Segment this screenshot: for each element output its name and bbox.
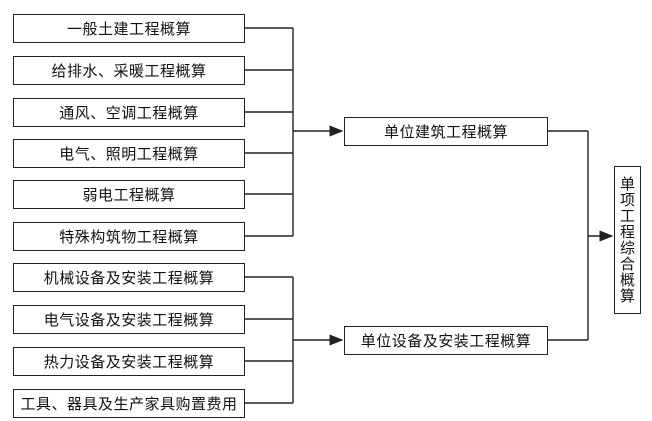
box-electrical-lighting: 电气、照明工程概算 (13, 139, 245, 168)
box-special-structures: 特殊构筑物工程概算 (13, 222, 245, 251)
box-weak-current: 弱电工程概算 (13, 180, 245, 209)
box-mechanical-equipment: 机械设备及安装工程概算 (13, 263, 245, 292)
box-plumbing-heating: 给排水、采暖工程概算 (13, 56, 245, 85)
box-general-civil: 一般土建工程概算 (13, 14, 245, 43)
box-ventilation-ac: 通风、空调工程概算 (13, 98, 245, 127)
box-single-item-total: 单项工程综合概算 (614, 166, 641, 314)
box-unit-equipment: 单位设备及安装工程概算 (344, 326, 548, 355)
box-thermal-equipment: 热力设备及安装工程概算 (13, 347, 245, 376)
box-tools-furniture: 工具、器具及生产家具购置费用 (13, 389, 245, 418)
box-unit-building: 单位建筑工程概算 (344, 117, 548, 146)
box-electrical-equipment: 电气设备及安装工程概算 (13, 305, 245, 334)
